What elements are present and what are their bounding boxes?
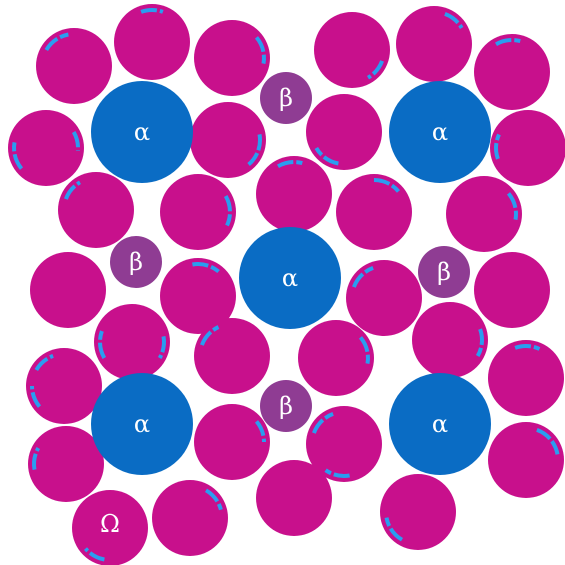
omega-atom [194,404,270,480]
omega-atom [58,172,134,248]
omega-atom [152,480,228,556]
omega-atom [36,28,112,104]
omega-atom [160,174,236,250]
omega-atom [298,320,374,396]
omega-atom [194,20,270,96]
omega-atom [256,460,332,536]
omega-atom [28,426,104,502]
omega-label: Ω [100,510,120,538]
omega-atom [114,4,190,80]
omega-atom [30,252,106,328]
omega-atom [26,348,102,424]
omega-atom [412,302,488,378]
beta-label: β [437,258,451,286]
beta-label: β [129,248,143,276]
omega-atom [488,422,564,498]
alpha-label: α [432,410,448,438]
omega-atom [490,110,565,186]
omega-atom [194,318,270,394]
omega-atom [446,176,522,252]
omega-atom [488,340,564,416]
alpha-label: α [134,410,150,438]
alpha-label: α [282,264,298,292]
omega-atom [474,252,550,328]
omega-atom [94,304,170,380]
omega-atom [380,474,456,550]
alpha-label: α [134,118,150,146]
omega-atom [396,6,472,82]
omega-atom [336,174,412,250]
omega-atom [190,102,266,178]
omega-atom [306,94,382,170]
omega-atom [314,12,390,88]
beta-label: β [279,392,293,420]
omega-atom [474,34,550,110]
omega-atom [8,110,84,186]
alpha-label: α [432,118,448,146]
omega-atom [256,156,332,232]
beta-label: β [279,84,293,112]
omega-atom [346,260,422,336]
